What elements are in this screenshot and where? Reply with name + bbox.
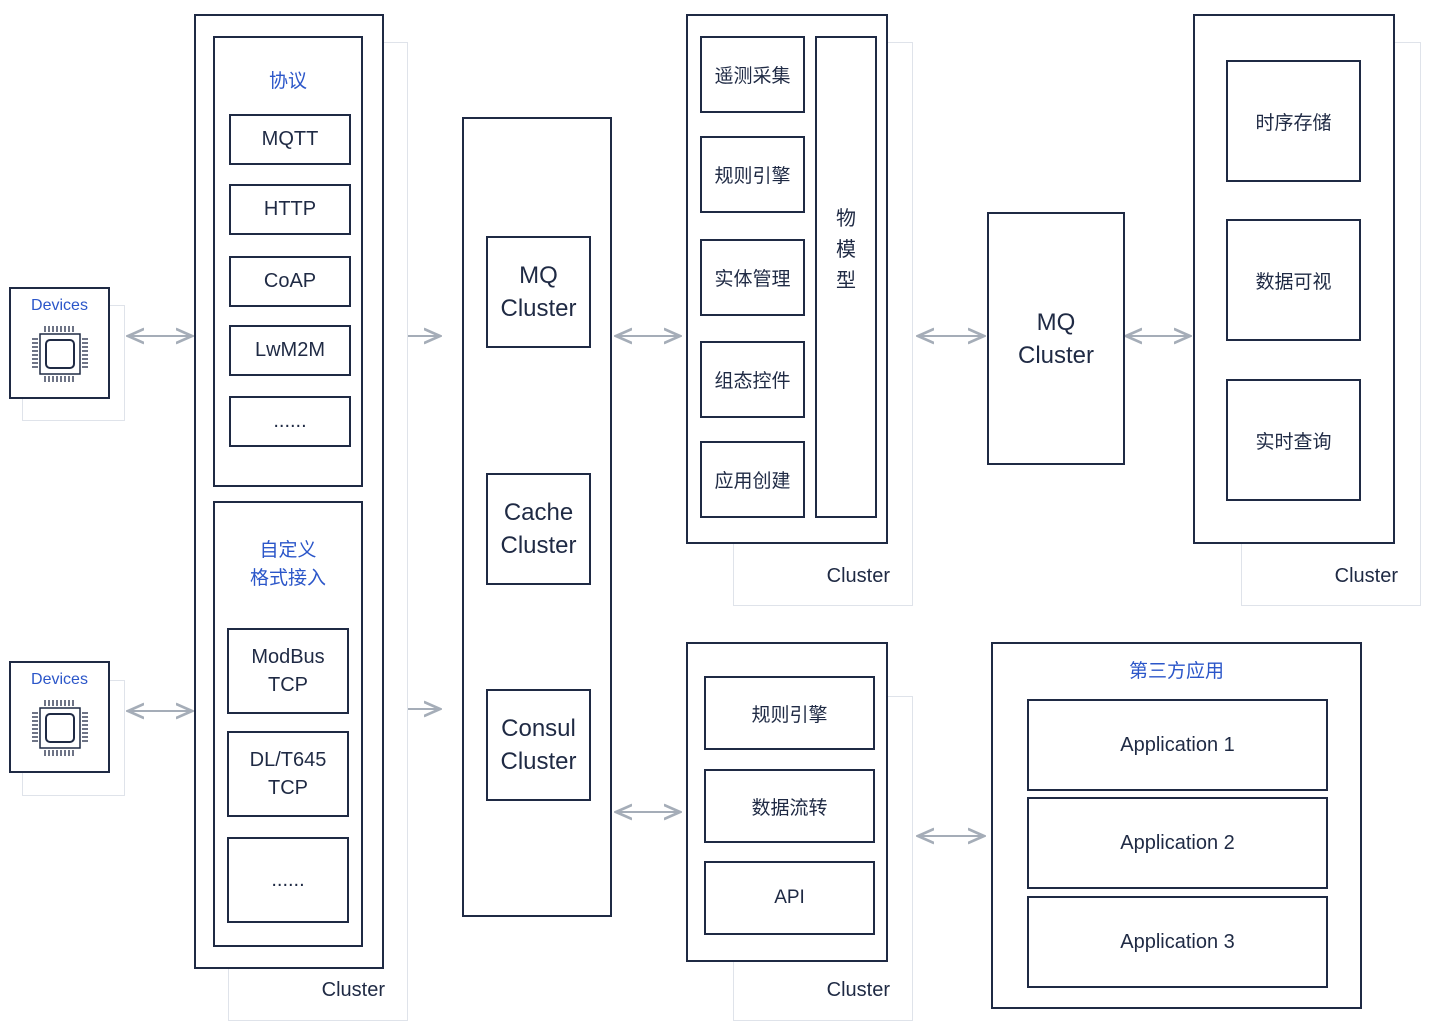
application-2: Application 2: [1027, 797, 1328, 889]
module-entity-management: 实体管理: [700, 239, 805, 316]
cluster-label: Cluster: [826, 979, 890, 1001]
timeseries-storage: 时序存储: [1226, 60, 1361, 182]
forward-rule-engine: 规则引擎: [704, 676, 875, 750]
mq-cluster: MQ Cluster: [486, 236, 591, 348]
mq-cluster-right: MQ Cluster: [987, 212, 1125, 465]
protocol-group: 协议 MQTT HTTP CoAP LwM2M ......: [213, 36, 363, 487]
protocol-title: 协议: [268, 71, 307, 92]
application-1: Application 1: [1027, 699, 1328, 791]
format-modbus-tcp: ModBus TCP: [227, 628, 349, 714]
chip-icon: [32, 326, 88, 382]
module-telemetry: 遥测采集: [700, 36, 805, 113]
module-widgets: 组态控件: [700, 341, 805, 418]
device-card-1: Devices: [9, 287, 110, 399]
middleware-column: MQ Cluster Cache Cluster Consul Cluster: [462, 117, 612, 917]
custom-format-title: 自定义 格式接入: [249, 540, 326, 589]
protocol-cluster: 协议 MQTT HTTP CoAP LwM2M ...... 自定义 格式接入 …: [194, 14, 384, 969]
protocol-coap: CoAP: [229, 256, 351, 307]
protocol-more: ......: [229, 396, 351, 447]
storage-cluster: 时序存储 数据可视 实时查询: [1193, 14, 1395, 544]
api: API: [704, 861, 875, 935]
third-party-title: 第三方应用: [1128, 661, 1224, 682]
cache-cluster: Cache Cluster: [486, 473, 591, 585]
module-rule-engine: 规则引擎: [700, 136, 805, 213]
protocol-mqtt: MQTT: [229, 114, 351, 165]
custom-format-group: 自定义 格式接入 ModBus TCP DL/T645 TCP ......: [213, 501, 363, 947]
core-cluster: 遥测采集 规则引擎 实体管理 组态控件 应用创建 物 模 型: [686, 14, 888, 544]
thing-model-char: 模: [836, 238, 856, 261]
chip-icon: [32, 700, 88, 756]
third-party-apps: 第三方应用 Application 1 Application 2 Applic…: [991, 642, 1362, 1009]
cluster-label: Cluster: [826, 565, 890, 587]
data-forwarding: 数据流转: [704, 769, 875, 843]
cluster-label: Cluster: [321, 979, 385, 1001]
device-card-2: Devices: [9, 661, 110, 773]
consul-cluster: Consul Cluster: [486, 689, 591, 801]
format-dlt645-tcp: DL/T645 TCP: [227, 731, 349, 817]
format-more: ......: [227, 837, 349, 923]
thing-model-char: 物: [836, 207, 856, 230]
protocol-http: HTTP: [229, 184, 351, 235]
thing-model-char: 型: [836, 269, 856, 292]
application-3: Application 3: [1027, 896, 1328, 988]
thing-model: 物 模 型: [815, 36, 877, 518]
module-app-creation: 应用创建: [700, 441, 805, 518]
realtime-query: 实时查询: [1226, 379, 1361, 501]
device-label: Devices: [31, 297, 88, 314]
data-visualization: 数据可视: [1226, 219, 1361, 341]
forward-cluster: 规则引擎 数据流转 API: [686, 642, 888, 962]
protocol-lwm2m: LwM2M: [229, 325, 351, 376]
cluster-label: Cluster: [1334, 565, 1398, 587]
device-label: Devices: [31, 671, 88, 688]
